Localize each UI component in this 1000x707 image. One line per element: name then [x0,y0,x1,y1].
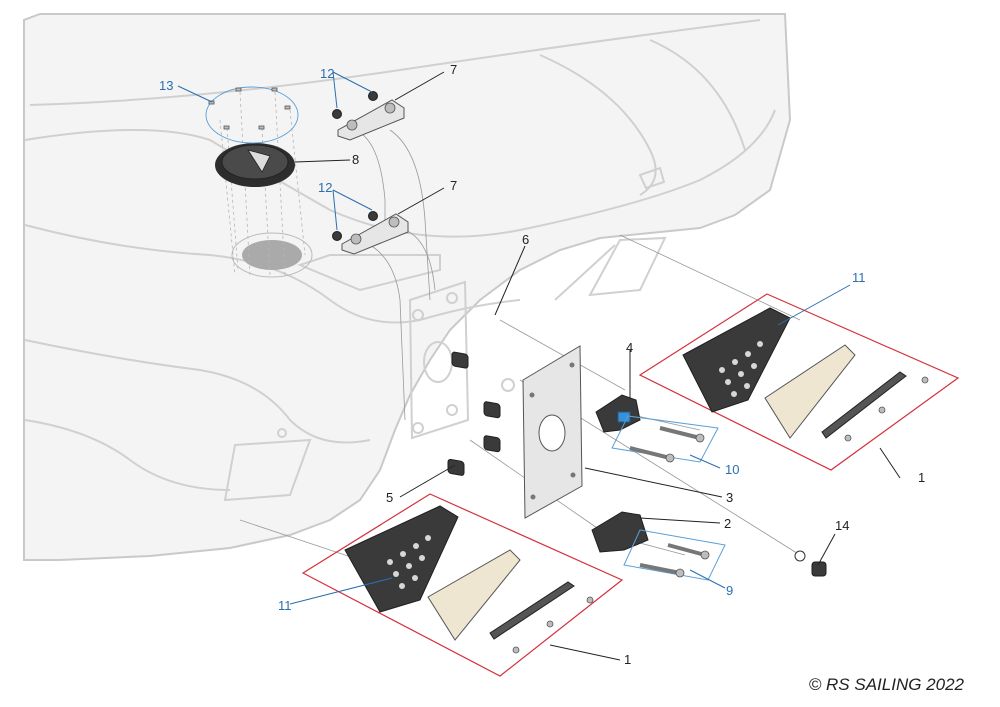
hull-ghost [23,13,792,561]
callout-3: 3 [726,490,733,505]
inspection-hatch [215,143,295,187]
bolt-set-10 [611,415,719,463]
callout-12-lower: 12 [318,180,332,195]
spacers [447,351,501,476]
drain-bung [794,550,827,577]
gudgeon-upper [595,394,641,433]
callout-8: 8 [352,152,359,167]
leader-lines [177,71,901,661]
bolt-set-9 [623,529,726,581]
callout-2: 2 [724,516,731,531]
callout-14: 14 [835,518,849,533]
cover-kit-lower [301,493,624,677]
hatch-screws [205,86,299,144]
callout-11-lower: 11 [278,598,292,613]
callout-7-lower: 7 [450,178,457,193]
transom-plate [522,345,583,519]
hinge-plate-upper [337,99,405,141]
callout-11-upper: 11 [852,270,866,285]
callout-10: 10 [725,462,739,477]
callout-1-upper: 1 [918,470,925,485]
callout-6: 6 [522,232,529,247]
callout-5: 5 [386,490,393,505]
callout-numbers: 13 12 7 8 12 7 6 11 4 10 1 5 3 2 14 9 11… [159,62,925,667]
nuts [332,91,378,241]
hinge-plate-lower [341,213,409,255]
callout-1-lower: 1 [624,652,631,667]
callout-9: 9 [726,583,733,598]
callout-4: 4 [626,340,633,355]
callout-7-upper: 7 [450,62,457,77]
callout-13: 13 [159,78,173,93]
callout-12-upper: 12 [320,66,334,81]
cover-kit-upper [638,293,960,471]
copyright-notice: © RS SAILING 2022 [808,675,964,694]
